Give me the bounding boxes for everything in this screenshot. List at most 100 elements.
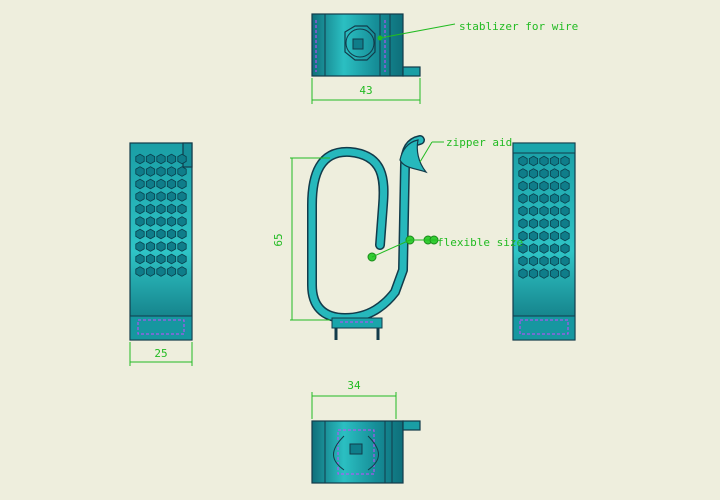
vent-hole xyxy=(560,155,570,167)
vent-hole xyxy=(528,230,539,242)
vent-hole xyxy=(539,193,549,204)
vent-hole xyxy=(135,166,145,177)
vent-hole xyxy=(549,168,560,179)
dim-bottom-width: 34 xyxy=(347,379,361,392)
vent-hole xyxy=(166,178,177,190)
vent-hole xyxy=(518,205,528,217)
left-view-base-hidden xyxy=(137,319,185,335)
vent-hole xyxy=(166,228,177,240)
top-view: stablizer for wire 43 xyxy=(311,13,578,104)
vent-hole xyxy=(156,266,166,277)
vent-hole xyxy=(166,266,177,277)
top-view-tab xyxy=(402,66,421,77)
clip-profile-fill xyxy=(308,136,424,322)
vent-hole xyxy=(549,193,560,204)
vent-hole xyxy=(539,230,549,242)
vent-hole xyxy=(549,180,560,192)
vent-hole xyxy=(518,230,528,242)
vent-hole xyxy=(166,216,177,227)
stabilizer-square xyxy=(352,38,364,50)
left-view-hole-grid xyxy=(135,153,187,277)
vent-hole xyxy=(145,241,156,252)
stabilizer-ring xyxy=(345,28,375,58)
flexible-annotation: flexible size xyxy=(437,236,523,249)
vent-hole xyxy=(135,203,145,215)
vent-hole xyxy=(135,241,145,252)
vent-hole xyxy=(528,218,539,229)
vent-hole xyxy=(166,153,177,165)
vent-hole xyxy=(539,218,549,229)
vent-hole xyxy=(528,180,539,192)
vent-hole xyxy=(528,193,539,204)
vent-hole xyxy=(560,243,570,254)
vent-hole xyxy=(166,166,177,177)
vent-hole xyxy=(145,153,156,165)
vent-hole xyxy=(166,253,177,265)
vent-hole xyxy=(539,255,549,267)
bottom-view: 34 xyxy=(311,379,421,484)
vent-hole xyxy=(549,243,560,254)
vent-hole xyxy=(156,203,166,215)
bottom-view-hidden-box xyxy=(337,429,375,475)
vent-hole xyxy=(177,266,187,277)
bottom-view-slot xyxy=(349,443,363,455)
vent-hole xyxy=(549,218,560,229)
vent-hole xyxy=(145,166,156,177)
vent-hole xyxy=(528,155,539,167)
vent-hole xyxy=(560,168,570,179)
vent-hole xyxy=(177,241,187,252)
vent-hole xyxy=(549,255,560,267)
dim-side-width: 25 xyxy=(154,347,167,360)
zipper-leader xyxy=(419,141,433,163)
vent-hole xyxy=(166,191,177,202)
stabilizer-leader-dot xyxy=(377,35,383,41)
vent-hole xyxy=(177,216,187,227)
vent-hole xyxy=(528,168,539,179)
vent-hole xyxy=(528,268,539,279)
vent-hole xyxy=(156,216,166,227)
vent-hole xyxy=(135,178,145,190)
vent-hole xyxy=(177,166,187,177)
vent-hole xyxy=(177,253,187,265)
vent-hole xyxy=(528,205,539,217)
vent-hole xyxy=(145,178,156,190)
vent-hole xyxy=(518,243,528,254)
vent-hole xyxy=(528,243,539,254)
vent-hole xyxy=(156,228,166,240)
dim-top-width: 43 xyxy=(359,84,372,97)
vent-hole xyxy=(166,203,177,215)
vent-hole xyxy=(177,203,187,215)
zipper-annotation: zipper aid xyxy=(446,136,512,149)
vent-hole xyxy=(560,255,570,267)
vent-hole xyxy=(177,228,187,240)
vent-hole xyxy=(539,205,549,217)
vent-hole xyxy=(135,153,145,165)
zipper-hook xyxy=(399,139,428,174)
vent-hole xyxy=(135,228,145,240)
vent-hole xyxy=(549,230,560,242)
vent-hole xyxy=(560,230,570,242)
right-view-hole-grid xyxy=(518,155,570,279)
vent-hole xyxy=(145,266,156,277)
vent-hole xyxy=(156,191,166,202)
front-view: zipper aid flexible size 65 xyxy=(272,135,523,340)
vent-hole xyxy=(135,266,145,277)
stabilizer-leader xyxy=(379,23,456,39)
bottom-view-tab xyxy=(402,420,421,431)
vent-hole xyxy=(549,155,560,167)
vent-hole xyxy=(145,191,156,202)
vent-hole xyxy=(539,268,549,279)
vent-hole xyxy=(518,268,528,279)
vent-hole xyxy=(156,253,166,265)
vent-hole xyxy=(549,268,560,279)
vent-hole xyxy=(560,218,570,229)
vent-hole xyxy=(560,205,570,217)
vent-hole xyxy=(560,193,570,204)
left-view-notch xyxy=(182,142,193,168)
vent-hole xyxy=(156,166,166,177)
clip-foot xyxy=(331,317,383,329)
vent-hole xyxy=(135,191,145,202)
vent-hole xyxy=(518,180,528,192)
vent-hole xyxy=(518,218,528,229)
